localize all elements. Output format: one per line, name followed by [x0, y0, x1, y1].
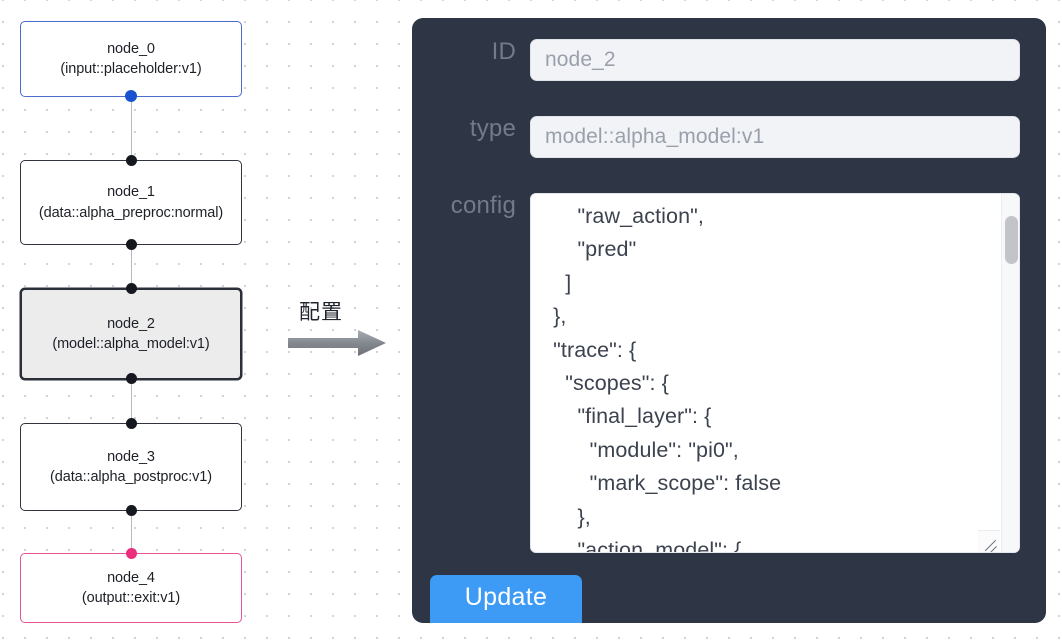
right-arrow-icon — [288, 330, 386, 356]
node-handle-source-node_3[interactable] — [125, 505, 137, 516]
node-id-label: node_3 — [107, 448, 155, 465]
node-handle-source-node_0[interactable] — [125, 90, 137, 102]
id-input[interactable]: node_2 — [530, 39, 1020, 81]
graph-canvas[interactable]: node_0 (input::placeholder:v1) node_1 (d… — [0, 0, 400, 643]
graph-node-node_2[interactable]: node_2 (model::alpha_model:v1) — [20, 288, 242, 380]
node-handle-source-node_2[interactable] — [125, 373, 137, 384]
field-row-config: config "raw_action", "pred" ] }, "trace"… — [412, 192, 1046, 553]
node-type-label: (data::alpha_postproc:v1) — [50, 469, 212, 485]
node-handle-target-node_4[interactable] — [125, 548, 137, 559]
id-field-label: ID — [491, 38, 516, 65]
type-input[interactable]: model::alpha_model:v1 — [530, 116, 1020, 158]
node-id-label: node_4 — [107, 569, 155, 586]
edge-node0-node1 — [130, 92, 133, 165]
field-row-id: ID node_2 — [412, 38, 1046, 81]
edge-node1-node2 — [130, 240, 133, 293]
config-textarea-resize-handle[interactable] — [978, 530, 1000, 552]
config-textarea-scrollbar[interactable] — [1001, 194, 1019, 552]
node-type-label: (output::exit:v1) — [81, 590, 181, 606]
node-type-label: (model::alpha_model:v1) — [52, 336, 210, 352]
config-field-label: config — [450, 192, 516, 219]
config-annotation: 配置 — [288, 296, 393, 358]
edge-node3-node4 — [130, 506, 133, 558]
graph-node-node_3[interactable]: node_3 (data::alpha_postproc:v1) — [20, 423, 242, 511]
node-handle-target-node_1[interactable] — [125, 155, 137, 166]
node-id-label: node_2 — [107, 315, 155, 332]
graph-node-node_4[interactable]: node_4 (output::exit:v1) — [20, 553, 242, 623]
edge-node2-node3 — [130, 375, 133, 428]
config-textarea-scroll-thumb[interactable] — [1005, 216, 1018, 264]
node-handle-target-node_3[interactable] — [125, 418, 137, 429]
node-type-label: (input::placeholder:v1) — [60, 61, 202, 77]
node-handle-target-node_2[interactable] — [125, 283, 137, 294]
config-textarea-content[interactable]: "raw_action", "pred" ] }, "trace": { "sc… — [553, 204, 782, 553]
type-field-label: type — [469, 115, 516, 142]
node-type-label: (data::alpha_preproc:normal) — [38, 204, 224, 221]
graph-node-node_1[interactable]: node_1 (data::alpha_preproc:normal) — [20, 160, 242, 245]
field-row-type: type model::alpha_model:v1 — [412, 115, 1046, 158]
update-button[interactable]: Update — [430, 575, 582, 623]
graph-node-node_0[interactable]: node_0 (input::placeholder:v1) — [20, 21, 242, 97]
node-id-label: node_1 — [107, 184, 155, 201]
node-handle-source-node_1[interactable] — [125, 239, 137, 250]
annotation-label: 配置 — [299, 300, 343, 324]
node-id-label: node_0 — [107, 40, 155, 57]
config-textarea[interactable]: "raw_action", "pred" ] }, "trace": { "sc… — [530, 193, 1020, 553]
node-config-panel: ID node_2 type model::alpha_model:v1 con… — [412, 18, 1046, 623]
